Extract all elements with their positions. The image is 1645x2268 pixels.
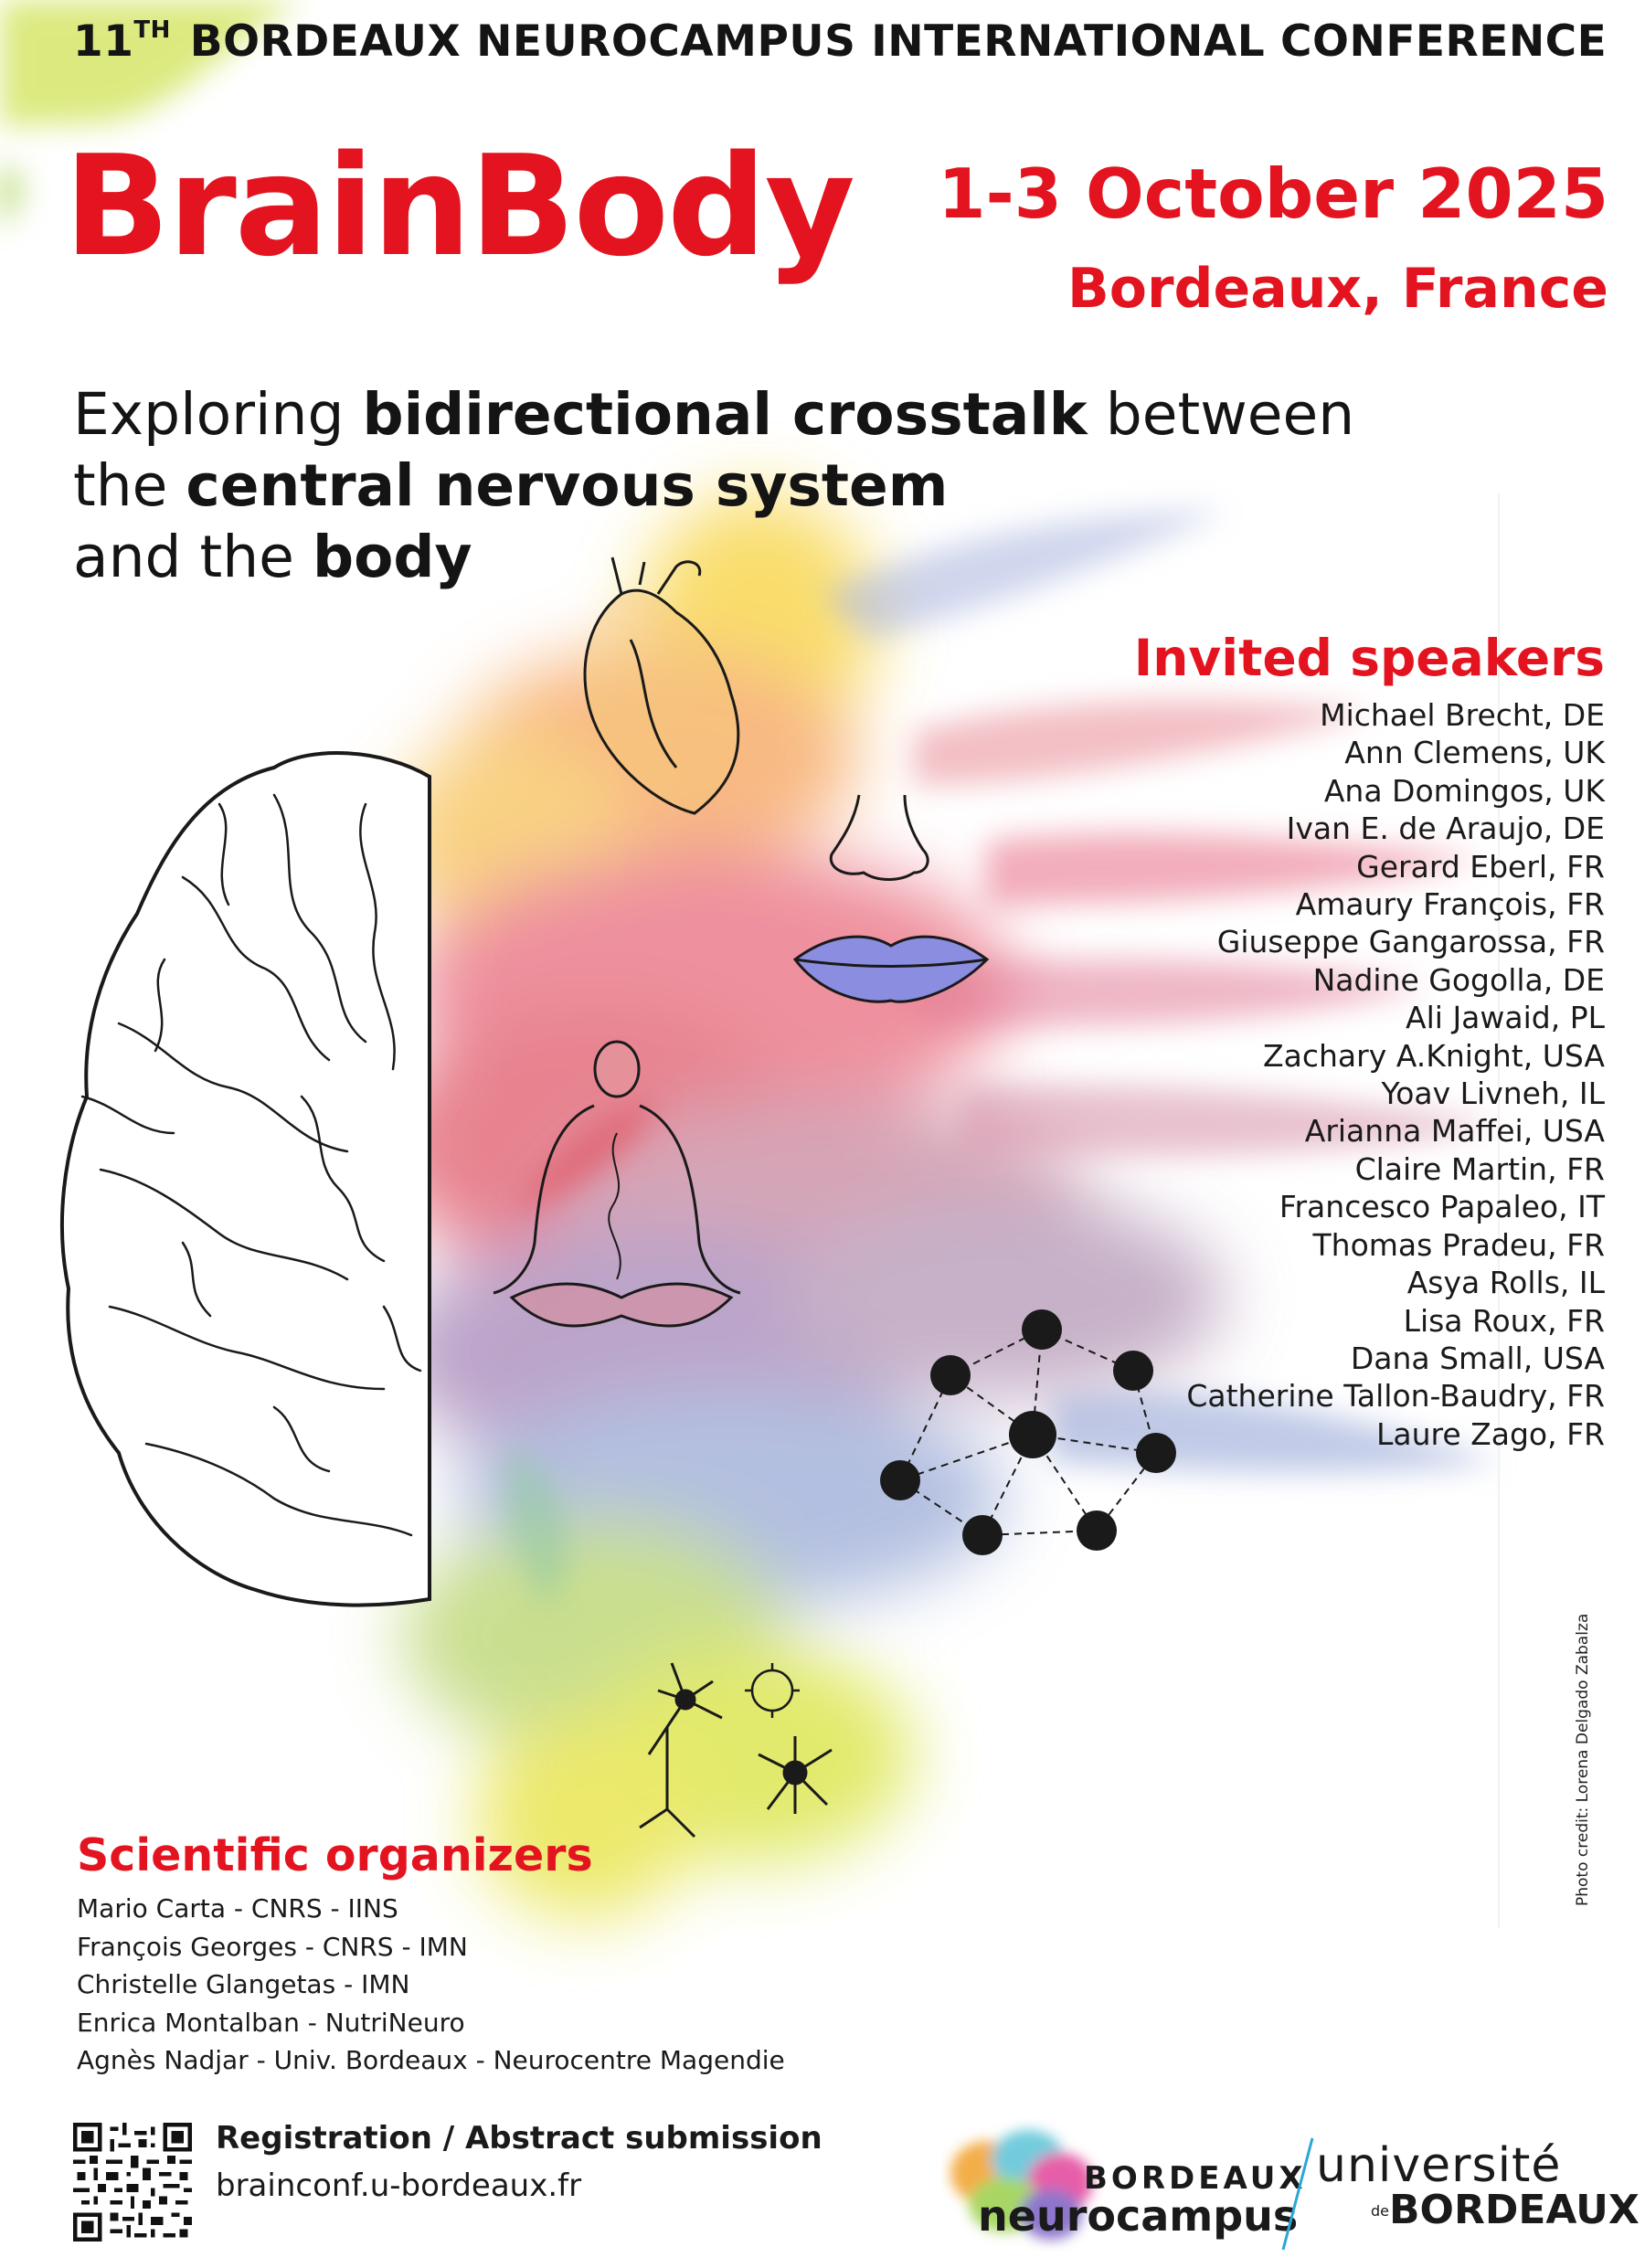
- nose-icon: [829, 794, 929, 881]
- neurocampus-logo-bottom: neurocampus: [978, 2191, 1299, 2241]
- speaker-item: Claire Martin, FR: [1354, 1150, 1605, 1187]
- organizer-item: Christelle Glangetas - IMN: [77, 1969, 410, 2000]
- speaker-item: Dana Small, USA: [1350, 1340, 1605, 1376]
- speaker-item: Francesco Papaleo, IT: [1279, 1189, 1605, 1225]
- speaker-item: Arianna Maffei, USA: [1304, 1113, 1605, 1150]
- photo-credit: Photo credit: Lorena Delgado Zabalza: [1574, 1613, 1592, 1906]
- speaker-item: Amaury François, FR: [1295, 886, 1605, 923]
- header-ordinal: 11: [73, 16, 134, 67]
- organizers-title: Scientific organizers: [77, 1829, 593, 1881]
- speaker-item: Gerard Eberl, FR: [1356, 848, 1605, 885]
- event-location: Bordeaux, France: [1067, 257, 1608, 321]
- heart-icon: [583, 556, 740, 815]
- speaker-item: Michael Brecht, DE: [1320, 697, 1605, 733]
- tagline-text-4: and the: [73, 524, 313, 590]
- meditation-figure-icon: [493, 1040, 741, 1328]
- organizer-item: Agnès Nadjar - Univ. Bordeaux - Neurocen…: [77, 2045, 785, 2076]
- speaker-item: Yoav Livneh, IL: [1381, 1076, 1605, 1112]
- speaker-item: Giuseppe Gangarossa, FR: [1216, 924, 1605, 960]
- universite-logo-top: université: [1316, 2138, 1562, 2193]
- organizer-item: Enrica Montalban - NutriNeuro: [77, 2007, 465, 2038]
- speaker-item: Thomas Pradeu, FR: [1312, 1226, 1605, 1263]
- event-date: 1-3 October 2025: [938, 154, 1608, 234]
- speaker-item: Asya Rolls, IL: [1406, 1265, 1605, 1301]
- neuron-icon: [639, 1662, 833, 1839]
- header-ordinal-suffix: TH: [133, 16, 171, 44]
- organizer-item: François Georges - CNRS - IMN: [77, 1931, 468, 1962]
- tagline-text-3: the: [73, 452, 186, 519]
- organizers-list: Mario Carta - CNRS - IINS François Georg…: [77, 1890, 785, 2080]
- conference-header: 11TH BORDEAUX NEUROCAMPUS INTERNATIONAL …: [73, 16, 1607, 67]
- speaker-item: Laure Zago, FR: [1375, 1415, 1605, 1452]
- speaker-item: Zachary A.Knight, USA: [1263, 1037, 1605, 1074]
- qr-code-icon[interactable]: [73, 2123, 192, 2242]
- tagline-text-1: Exploring: [73, 381, 363, 448]
- network-icon: [880, 1309, 1176, 1555]
- neurocampus-logo-top: BORDEAUX: [1084, 2160, 1307, 2197]
- registration-label: Registration / Abstract submission: [216, 2120, 822, 2157]
- universite-logo-de: de: [1371, 2202, 1389, 2220]
- header-conference-name: BORDEAUX NEUROCAMPUS INTERNATIONAL CONFE…: [189, 16, 1608, 67]
- tagline-bold-1: bidirectional crosstalk: [362, 381, 1088, 448]
- tagline-text-2: between: [1087, 381, 1355, 448]
- invited-speakers-title: Invited speakers: [1133, 629, 1605, 687]
- speaker-item: Ivan E. de Araujo, DE: [1286, 811, 1605, 847]
- speaker-item: Catherine Tallon-Baudry, FR: [1186, 1378, 1605, 1415]
- organizer-item: Mario Carta - CNRS - IINS: [77, 1893, 398, 1924]
- speaker-item: Lisa Roux, FR: [1403, 1302, 1605, 1339]
- speaker-item: Ann Clemens, UK: [1344, 735, 1605, 771]
- logo-divider-slash: [1281, 2137, 1314, 2251]
- lips-icon: [792, 935, 990, 1003]
- neurocampus-logo-dots: [950, 2130, 1093, 2240]
- brain-illustration: [59, 750, 431, 1607]
- tagline-bold-2: central nervous system: [186, 452, 949, 519]
- tagline-bold-3: body: [312, 524, 472, 590]
- registration-link[interactable]: brainconf.u-bordeaux.fr: [216, 2167, 582, 2204]
- speaker-item: Nadine Gogolla, DE: [1312, 961, 1605, 998]
- universite-logo-bottom: BORDEAUX: [1389, 2187, 1640, 2233]
- leaf-splash: [0, 0, 302, 228]
- tagline: Exploring bidirectional crosstalk betwee…: [73, 379, 1354, 593]
- speaker-item: Ana Domingos, UK: [1323, 772, 1605, 809]
- watercolor-splash: [384, 493, 1499, 1919]
- invited-speakers-list: Michael Brecht, DE Ann Clemens, UK Ana D…: [1186, 696, 1605, 1453]
- event-title: BrainBody: [64, 125, 855, 287]
- speaker-item: Ali Jawaid, PL: [1406, 1000, 1605, 1036]
